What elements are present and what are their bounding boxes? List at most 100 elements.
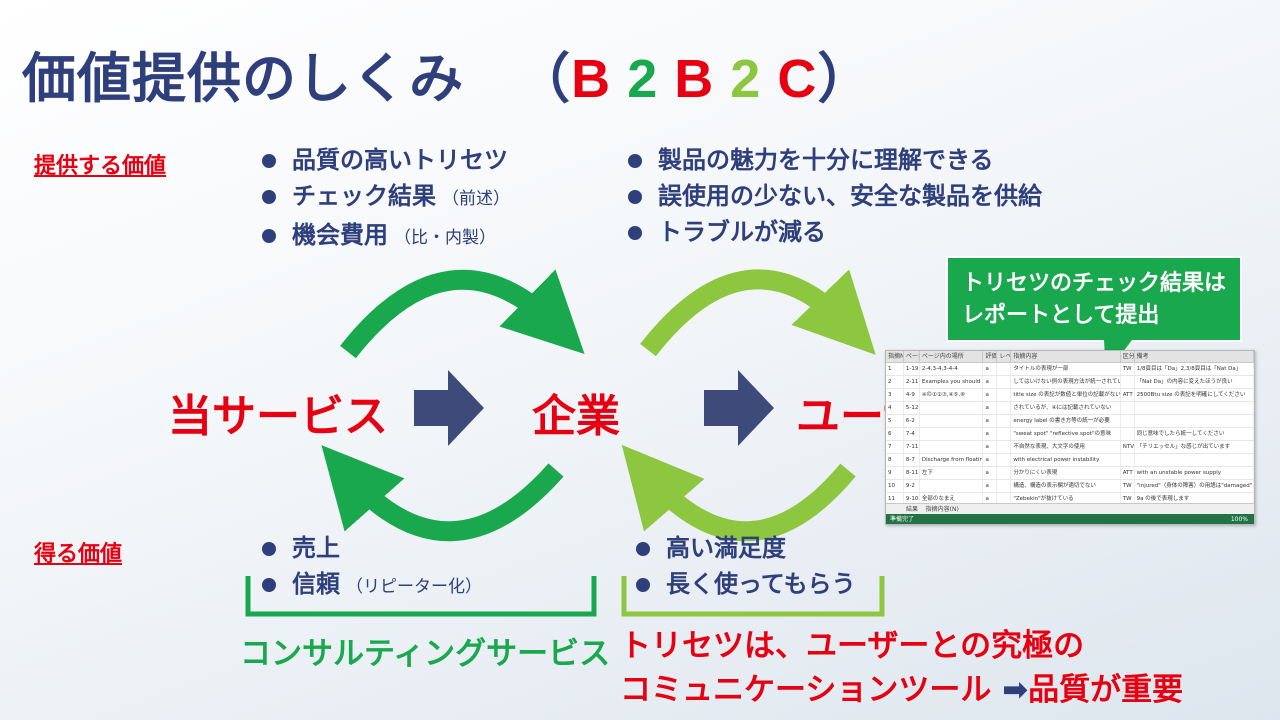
table-cell: 2-11 xyxy=(904,376,920,388)
conclusion-text: トリセツは、ユーザーとの究極の コミュニケーションツール ➡品質が重要 xyxy=(620,624,1183,712)
table-cell: ※の①②③,④⑤,⑥ xyxy=(920,389,984,401)
table-cell xyxy=(1121,376,1135,388)
table-cell: with an unstable power supply xyxy=(1135,467,1254,479)
gained-value-left-list: 売上 信頼（リピーター化） xyxy=(258,530,482,605)
table-cell: 4-9 xyxy=(904,389,920,401)
callout-line-2: レポートとして提出 xyxy=(962,303,1160,328)
table-cell: ATT xyxy=(1121,467,1135,479)
table-cell: 「チリエッセル」な感じが出ています xyxy=(1135,441,1254,453)
table-cell: 9 xyxy=(886,467,904,479)
sheet-tab: 指摘内容(N) xyxy=(925,506,959,513)
title-main: 価値提供のしくみ xyxy=(22,47,465,110)
consulting-bracket-icon xyxy=(245,576,597,617)
table-cell xyxy=(1135,402,1254,414)
spreadsheet-status-bar: 準備完了 100% xyxy=(886,514,1254,524)
table-cell: a xyxy=(983,363,998,375)
table-cell: "Zebekin"が抜けている xyxy=(1011,493,1121,503)
table-cell xyxy=(997,389,1012,401)
table-cell: 5-12 xyxy=(904,402,920,414)
consulting-service-label: コンサルティングサービス xyxy=(240,636,611,672)
table-cell: 構造、構造の表示欄が適切でない xyxy=(1011,480,1121,492)
cycle-arrow-top-left-icon xyxy=(340,269,585,359)
table-cell xyxy=(997,415,1012,427)
title-letter-b1: B xyxy=(571,49,612,109)
table-cell: 2-4,3-4,3-4-4 xyxy=(920,363,984,375)
list-item: 高い満足度 xyxy=(632,530,856,566)
table-cell xyxy=(920,428,984,440)
table-cell: 1/8頁目は「Da」2,3/8頁目は「Nat Da」 xyxy=(1135,363,1254,375)
offered-value-label: 提供する価値 xyxy=(34,154,167,179)
table-cell: 6 xyxy=(886,428,904,440)
table-cell: 「Nat Da」の内容に変えたほうが良い xyxy=(1135,376,1254,388)
table-cell: Examples you should not do xyxy=(920,376,984,388)
title-letter-2b: 2 xyxy=(730,49,762,109)
offered-value-right-list: 製品の魅力を十分に理解できる 誤使用の少ない、安全な製品を供給 トラブルが減る xyxy=(624,142,1042,250)
node-our-service: 当サービス xyxy=(168,391,388,442)
conclusion-line-1: トリセツは、ユーザーとの究極の xyxy=(620,628,1085,664)
table-cell xyxy=(997,363,1012,375)
conclusion-line-2: コミュニケーションツール ➡品質が重要 xyxy=(620,672,1184,708)
title-open-paren: （ xyxy=(516,49,572,109)
flow-arrow-2-icon xyxy=(704,370,774,446)
list-item: 売上 xyxy=(258,530,482,566)
table-cell: 不自然な表現、大文字の使用 xyxy=(1011,441,1121,453)
node-company: 企業 xyxy=(532,391,620,442)
list-item: 誤使用の少ない、安全な製品を供給 xyxy=(624,178,1042,214)
table-cell xyxy=(997,493,1012,503)
sheet-tab: 結果 xyxy=(906,506,919,513)
bullet-icon xyxy=(628,154,642,168)
table-cell: TW xyxy=(1121,480,1135,492)
cycle-arrow-top-right-icon xyxy=(640,269,876,357)
cycle-arrow-bottom-right-icon xyxy=(621,444,856,542)
table-cell: with electrical power instability xyxy=(1011,454,1121,466)
table-cell: Discharge from floating blessings xyxy=(920,454,984,466)
table-cell xyxy=(1121,415,1135,427)
table-cell xyxy=(920,402,984,414)
table-cell: title size の表記が数値と単位の記載がない xyxy=(1011,389,1121,401)
table-cell: 左下 xyxy=(920,467,984,479)
right-arrow-icon: ➡ xyxy=(1002,672,1029,708)
quality-important-text: 品質が重要 xyxy=(1028,672,1184,708)
table-cell: 1-19 xyxy=(904,363,920,375)
bullet-icon xyxy=(636,542,650,556)
table-cell xyxy=(1121,454,1135,466)
table-cell: 11 xyxy=(886,493,904,503)
list-item: チェック結果（前述） xyxy=(258,178,510,217)
table-cell: 9a の後で表現します xyxy=(1135,493,1254,503)
table-cell xyxy=(997,454,1012,466)
bullet-icon xyxy=(262,229,276,243)
list-item: 製品の魅力を十分に理解できる xyxy=(624,142,1042,178)
title-letter-b2: B xyxy=(674,49,715,109)
title-b2b2c: （B 2 B 2 C） xyxy=(516,49,872,109)
gained-value-right-list: 高い満足度 長く使ってもらう xyxy=(632,530,856,602)
table-cell: "injured"（身体の障害）の用語は"damaged" xyxy=(1135,480,1254,492)
spreadsheet-header-row: 指摘No ページ ページ内の場所 評価 レベル 指摘内容 区分 備考 xyxy=(886,351,1254,363)
table-cell: 4 xyxy=(886,402,904,414)
table-cell: a xyxy=(983,402,998,414)
table-cell xyxy=(997,480,1012,492)
report-callout: トリセツのチェック結果は レポートとして提出 xyxy=(946,256,1242,342)
spreadsheet-screenshot: 指摘No ページ ページ内の場所 評価 レベル 指摘内容 区分 備考 11-19… xyxy=(885,350,1255,525)
table-cell xyxy=(920,415,984,427)
table-cell xyxy=(920,441,984,453)
table-cell: a xyxy=(983,480,998,492)
table-cell: a xyxy=(983,428,998,440)
bullet-icon xyxy=(628,190,642,204)
table-cell xyxy=(997,402,1012,414)
table-cell xyxy=(997,428,1012,440)
list-item: 長く使ってもらう xyxy=(632,566,856,602)
table-cell: 同じ意味でしたら統一してください xyxy=(1135,428,1254,440)
table-cell: 7 xyxy=(886,441,904,453)
title-letter-c: C xyxy=(777,49,818,109)
table-cell xyxy=(997,376,1012,388)
table-cell: energy label の書き方等の統一が必要 xyxy=(1011,415,1121,427)
table-cell: TW xyxy=(1121,363,1135,375)
